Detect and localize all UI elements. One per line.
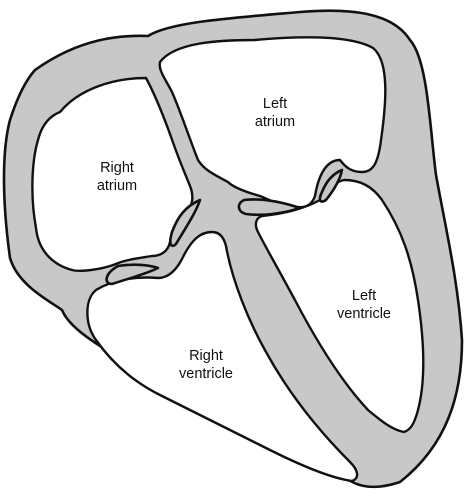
- left-ventricle-label-line1: Left: [352, 288, 376, 304]
- left-atrium-label-line2: atrium: [255, 114, 295, 130]
- mitral-valve-cusp: [318, 168, 344, 203]
- left-ventricle-label-line2: ventricle: [337, 306, 391, 322]
- left-atrium-label-line1: Left: [263, 96, 287, 112]
- mitral-valve-flap: [237, 198, 302, 217]
- right-ventricle-label-line2: ventricle: [179, 366, 233, 382]
- right-ventricle-cavity: [86, 230, 359, 483]
- tricuspid-valve-cusp: [105, 263, 160, 286]
- right-atrium-label-line1: Right: [100, 160, 134, 176]
- tricuspid-valve-flap: [169, 198, 202, 248]
- left-atrium-cavity: [158, 36, 387, 209]
- right-ventricle-label-line1: Right: [189, 348, 223, 364]
- right-atrium-label-line2: atrium: [97, 178, 137, 194]
- left-ventricle-cavity: [254, 178, 425, 434]
- right-atrium-cavity: [31, 76, 194, 272]
